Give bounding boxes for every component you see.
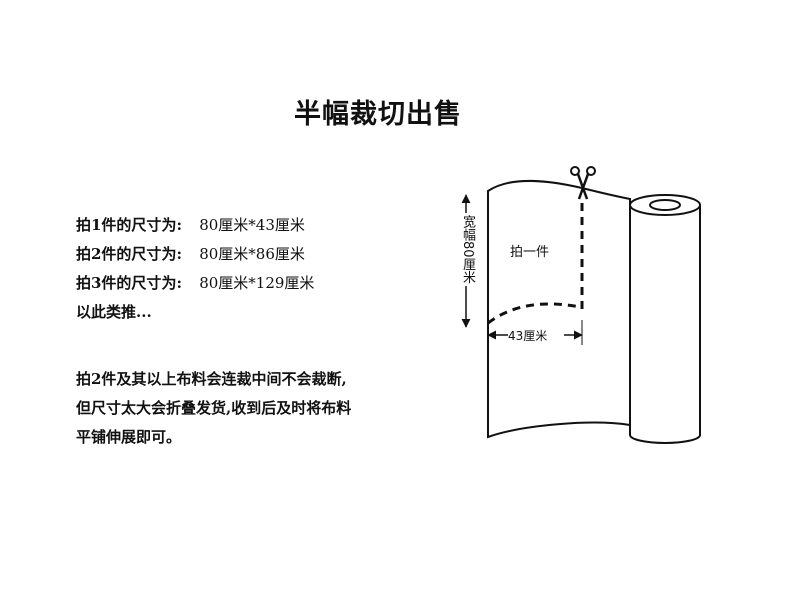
- note-line-3: 平铺伸展即可。: [76, 428, 182, 446]
- shipping-note: 拍2件及其以上布料会连裁中间不会裁断, 但尺寸太大会折叠发货,收到后及时将布料 …: [76, 368, 351, 455]
- page-title: 半幅裁切出售: [294, 99, 462, 130]
- fabric-sheet: [487, 179, 631, 439]
- size-spec-3: 拍3件的尺寸为: 80厘米*129厘米: [76, 272, 314, 301]
- fabric-roll-diagram: 宽幅80厘米 43厘米 拍一件: [452, 155, 712, 455]
- size-spec-1: 拍1件的尺寸为: 80厘米*43厘米: [76, 214, 314, 243]
- size-spec-list: 拍1件的尺寸为: 80厘米*43厘米 拍2件的尺寸为: 80厘米*86厘米 拍3…: [76, 214, 314, 322]
- size-spec-label: 拍1件的尺寸为:: [76, 216, 182, 234]
- roll-core: [649, 199, 681, 211]
- piece-label: 拍一件: [510, 245, 550, 260]
- cut-line-bottom: [487, 302, 581, 325]
- fabric-roll: [629, 205, 701, 444]
- size-spec-2: 拍2件的尺寸为: 80厘米*86厘米: [76, 243, 314, 272]
- etc-text: 以此类推...: [76, 303, 152, 321]
- width-label: 43厘米: [508, 329, 548, 343]
- note-line-2: 但尺寸太大会折叠发货,收到后及时将布料: [76, 399, 352, 417]
- height-label: 宽幅80厘米: [458, 213, 477, 286]
- size-spec-label: 拍3件的尺寸为:: [76, 274, 182, 292]
- size-spec-label: 拍2件的尺寸为:: [76, 245, 182, 263]
- size-spec-value: 80厘米*43厘米: [199, 216, 305, 234]
- note-line-1: 拍2件及其以上布料会连裁中间不会裁断,: [76, 370, 347, 388]
- size-spec-value: 80厘米*86厘米: [199, 245, 305, 263]
- size-spec-value: 80厘米*129厘米: [199, 274, 315, 292]
- scissors-icon: [570, 166, 596, 200]
